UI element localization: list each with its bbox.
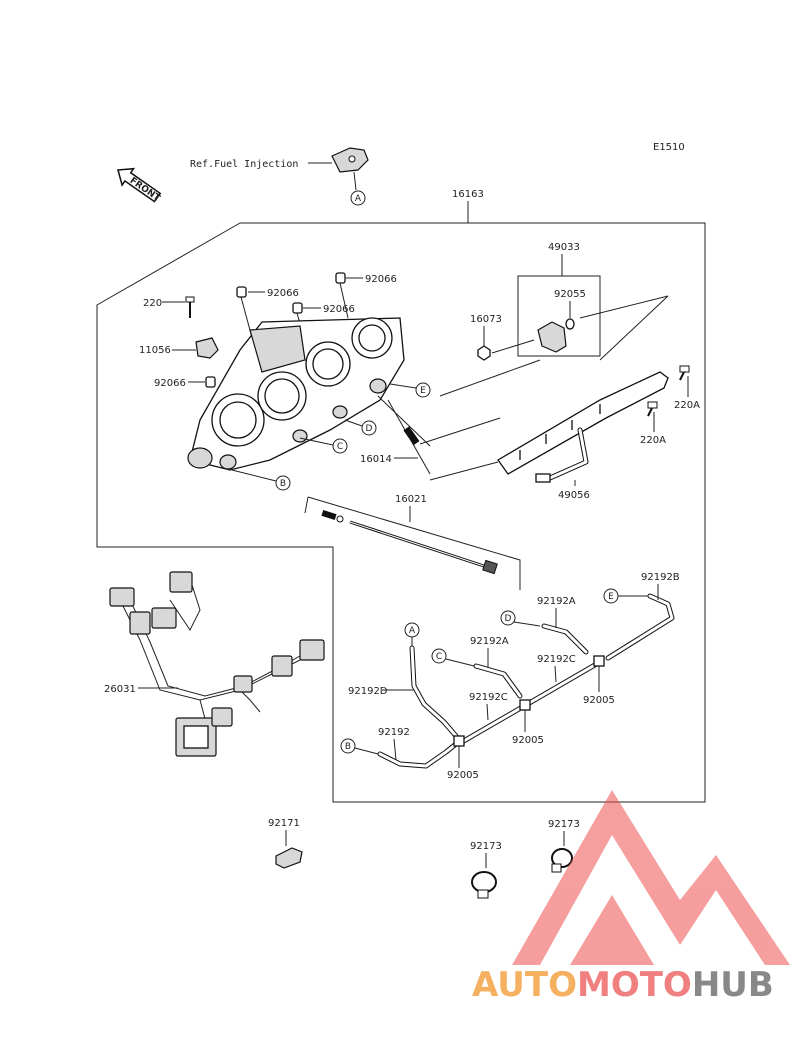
part-49033: 49033 — [548, 242, 580, 253]
callout-a-top: A — [350, 190, 366, 206]
cap-92066-d — [205, 376, 216, 388]
part-92192c-a: 92192C — [537, 654, 576, 665]
part-92066-d: 92066 — [154, 378, 186, 389]
part-92173-b: 92173 — [548, 819, 580, 830]
nut-16073 — [477, 345, 491, 361]
clamp-92173-b — [551, 848, 573, 873]
fuel-rail — [497, 371, 669, 483]
screw-220 — [185, 296, 195, 318]
part-16014: 16014 — [360, 454, 392, 465]
fuel-injection-connector — [331, 147, 369, 173]
part-92192a-a: 92192A — [537, 596, 576, 607]
watermark-moto: MOTO — [577, 965, 692, 1005]
part-92192a-b: 92192A — [470, 636, 509, 647]
callout-c: C — [332, 438, 348, 454]
part-92192d: 92192D — [348, 686, 388, 697]
svg-text:A: A — [409, 626, 416, 636]
svg-text:C: C — [337, 442, 343, 452]
part-220a-a: 220A — [674, 400, 700, 411]
ref-fuel-injection-label: Ref.Fuel Injection — [190, 159, 298, 170]
rod-16021 — [321, 509, 498, 575]
watermark-text: AUTOMOTOHUB — [472, 965, 774, 1005]
callout-d: D — [361, 420, 377, 436]
callout-d-hose: D — [500, 610, 516, 626]
throttle-body — [187, 317, 405, 471]
watermark-hub: HUB — [692, 965, 774, 1005]
sensor-box — [517, 275, 601, 357]
part-92055: 92055 — [554, 289, 586, 300]
svg-text:B: B — [280, 479, 286, 489]
clamp-92173-a — [471, 871, 497, 899]
cap-92066-c — [292, 302, 303, 314]
screw-16014 — [403, 426, 420, 446]
callout-b-hose: B — [340, 738, 356, 754]
diagram-code: E1510 — [653, 142, 685, 153]
part-92192: 92192 — [378, 727, 410, 738]
svg-text:D: D — [505, 614, 512, 624]
part-92066-a: 92066 — [267, 288, 299, 299]
part-49056: 49056 — [558, 490, 590, 501]
part-26031: 26031 — [104, 684, 136, 695]
svg-text:D: D — [366, 424, 373, 434]
svg-text:E: E — [608, 592, 614, 602]
part-92066-c: 92066 — [323, 304, 355, 315]
part-11056: 11056 — [139, 345, 171, 356]
bracket-11056 — [195, 337, 219, 359]
callout-c-hose: C — [431, 648, 447, 664]
cap-92066-b — [335, 272, 346, 284]
clip-92171 — [275, 847, 303, 869]
part-92173-a: 92173 — [470, 841, 502, 852]
callout-b: B — [275, 475, 291, 491]
svg-text:E: E — [420, 386, 426, 396]
front-label: FRONT — [128, 176, 163, 204]
part-92005-a: 92005 — [583, 695, 615, 706]
callout-e: E — [415, 382, 431, 398]
part-92005-c: 92005 — [447, 770, 479, 781]
svg-text:B: B — [345, 742, 351, 752]
watermark-logo — [512, 790, 790, 965]
callout-e-hose: E — [603, 588, 619, 604]
assembly-outline — [96, 222, 706, 803]
part-92192c-b: 92192C — [469, 692, 508, 703]
hose-network — [377, 593, 675, 769]
throttle-sensor — [537, 318, 575, 353]
wiring-harness — [109, 571, 325, 757]
svg-text:A: A — [355, 194, 362, 204]
part-16163: 16163 — [452, 189, 484, 200]
screw-220a-a — [679, 365, 690, 381]
cap-92066-a — [236, 286, 247, 298]
part-92005-b: 92005 — [512, 735, 544, 746]
part-16073: 16073 — [470, 314, 502, 325]
watermark-auto: AUTO — [472, 965, 577, 1005]
part-16021: 16021 — [395, 494, 427, 505]
callout-a-hose: A — [404, 622, 420, 638]
part-220a-b: 220A — [640, 435, 666, 446]
part-92192b: 92192B — [641, 572, 680, 583]
part-92171: 92171 — [268, 818, 300, 829]
screw-220a-b — [647, 401, 658, 417]
front-arrow-icon: FRONT — [117, 167, 163, 204]
part-92066-b: 92066 — [365, 274, 397, 285]
part-220: 220 — [143, 298, 162, 309]
svg-text:C: C — [436, 652, 442, 662]
